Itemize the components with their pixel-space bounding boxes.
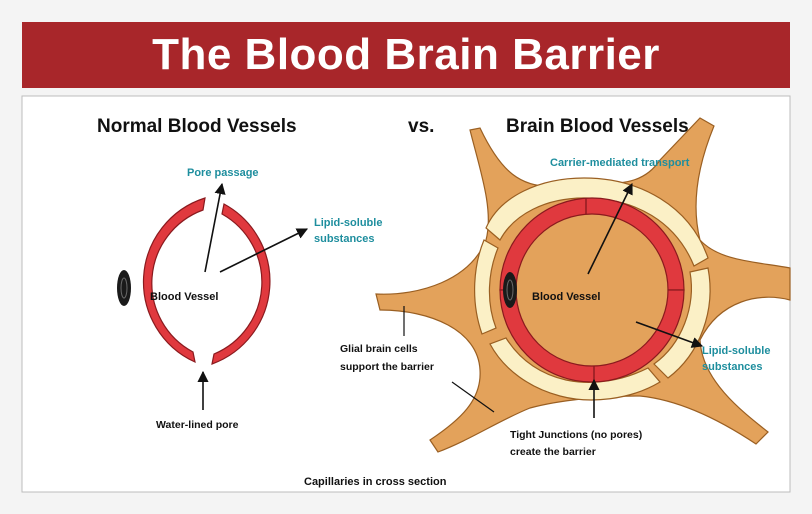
lipid-label-right-1: Lipid-soluble <box>702 345 770 357</box>
brain-nucleus-detail <box>506 279 514 301</box>
endothelial-nucleus <box>117 270 131 306</box>
normal-blood-vessel: Blood Vessel Pore passage Lipid-soluble … <box>117 167 382 431</box>
glial-pointer-bottom <box>451 381 495 413</box>
blood-vessel-label-left: Blood Vessel <box>150 291 218 303</box>
lipid-label-left-1: Lipid-soluble <box>314 217 382 229</box>
page-title: The Blood Brain Barrier <box>152 30 660 79</box>
glial-endfoot-right <box>653 267 711 379</box>
tight-junction-label-1: Tight Junctions (no pores) <box>510 429 642 441</box>
glial-label-1: Glial brain cells <box>340 343 418 355</box>
pore-passage-arrow <box>204 182 226 273</box>
lipid-arrow-right <box>635 321 704 348</box>
glial-endfoot-left <box>474 239 499 335</box>
water-pore-label: Water-lined pore <box>156 419 239 431</box>
glial-cells <box>375 117 791 453</box>
blood-vessel-label-right: Blood Vessel <box>532 291 600 303</box>
caption: Capillaries in cross section <box>304 476 447 488</box>
glial-endfoot-top <box>485 177 709 267</box>
lipid-label-left-2: substances <box>314 233 375 245</box>
carrier-label: Carrier-mediated transport <box>550 157 690 169</box>
vessel-wall-left <box>142 197 206 364</box>
lipid-label-right-2: substances <box>702 361 763 373</box>
lipid-arrow-left <box>219 228 309 273</box>
brain-endothelial-nucleus <box>503 272 517 308</box>
nucleus-detail <box>120 277 128 299</box>
heading-normal-vessels: Normal Blood Vessels <box>97 116 297 137</box>
carrier-arrow <box>587 182 633 275</box>
heading-vs: vs. <box>408 116 434 137</box>
vessel-wall-right <box>211 203 271 365</box>
title-bar: The Blood Brain Barrier <box>22 22 790 88</box>
brain-blood-vessel: Blood Vessel Carrier-mediated transport … <box>340 117 791 458</box>
glial-label-2: support the barrier <box>340 361 434 373</box>
tight-junction-label-2: create the barrier <box>510 446 596 458</box>
brain-vessel-wall-bottom <box>499 289 685 383</box>
pore-passage-label: Pore passage <box>187 167 259 179</box>
heading-brain-vessels: Brain Blood Vessels <box>506 116 689 137</box>
